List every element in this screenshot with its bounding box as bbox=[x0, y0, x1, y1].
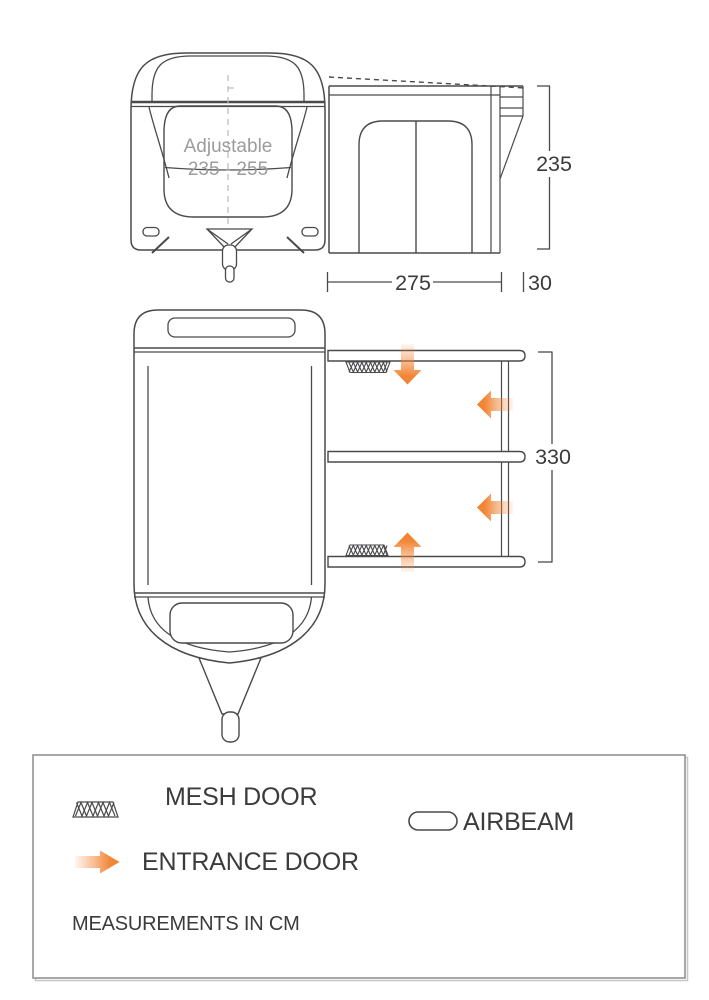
legend-mesh-door-label: MESH DOOR bbox=[165, 783, 317, 811]
front-adjustable-range: 235 - 255 bbox=[188, 159, 268, 180]
mesh-door-bottom bbox=[345, 544, 389, 557]
side-depth-value: 275 bbox=[395, 271, 431, 295]
entrance-arrow-up-icon bbox=[393, 532, 422, 572]
front-left-foot bbox=[142, 226, 160, 237]
front-caravan-roof bbox=[151, 55, 305, 102]
front-view: Adjustable 235 - 255 bbox=[130, 52, 326, 283]
legend-airbeam-label: AIRBEAM bbox=[463, 808, 574, 836]
legend-panel: MESH DOOR AIRBEAM ENTRANCE DOOR MEASUREM… bbox=[32, 754, 689, 982]
plan-caravan-body bbox=[133, 309, 326, 664]
front-right-foot bbox=[301, 226, 319, 237]
airbeam-middle bbox=[327, 450, 526, 463]
front-right-leg bbox=[286, 236, 305, 254]
legend-entrance-door-label: ENTRANCE DOOR bbox=[142, 848, 359, 876]
entrance-arrow-down-icon bbox=[393, 344, 422, 385]
airbeam-bottom bbox=[327, 555, 526, 568]
front-right-slope bbox=[286, 106, 308, 179]
front-hitch bbox=[205, 228, 254, 283]
front-left-leg bbox=[151, 236, 170, 254]
front-awning-outline bbox=[130, 52, 326, 251]
front-left-slope bbox=[148, 106, 170, 179]
plan-front-window bbox=[169, 602, 294, 644]
front-seam-line bbox=[164, 166, 292, 171]
airbeam-top bbox=[327, 349, 526, 362]
side-caravan-slope bbox=[499, 115, 524, 180]
side-height-value: 235 bbox=[536, 152, 572, 176]
plan-awning bbox=[327, 344, 526, 572]
plan-drawbar bbox=[197, 657, 263, 715]
legend-box bbox=[32, 754, 686, 979]
mesh-door-top bbox=[345, 361, 391, 374]
plan-width-value: 330 bbox=[535, 445, 571, 469]
airbeam-icon bbox=[408, 811, 458, 831]
entrance-arrow-left-upper-icon bbox=[477, 390, 513, 419]
side-caravan-block bbox=[499, 86, 524, 180]
plan-front-band bbox=[147, 596, 313, 653]
front-panel bbox=[163, 105, 293, 218]
plan-jockey-wheel bbox=[221, 711, 240, 743]
front-adjustable-label: Adjustable bbox=[184, 136, 273, 157]
entrance-arrow-left-lower-icon bbox=[477, 493, 513, 522]
entrance-door-arrow-icon bbox=[75, 850, 120, 874]
side-view: 235 275 30 bbox=[326, 76, 572, 295]
plan-view: 330 bbox=[133, 309, 571, 743]
side-overhang-value: 30 bbox=[528, 271, 552, 295]
legend-note: MEASUREMENTS IN CM bbox=[72, 913, 300, 935]
mesh-door-icon bbox=[72, 800, 119, 818]
plan-rear-window bbox=[167, 317, 296, 338]
